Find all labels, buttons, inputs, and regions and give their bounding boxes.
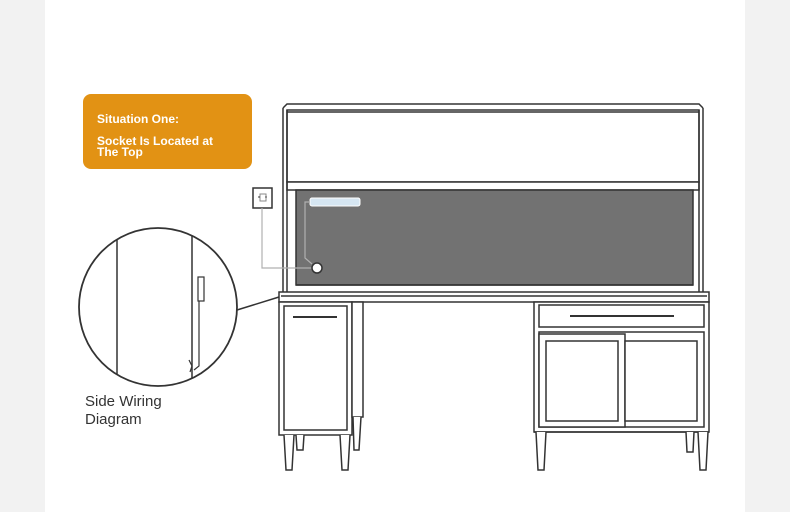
desktop [278, 291, 710, 303]
wall-socket-icon [252, 187, 273, 209]
detail-leader [236, 296, 280, 311]
callout-line-2: The Top [97, 145, 143, 159]
side-wiring-label: Side Wiring Diagram [85, 393, 162, 429]
left-pedestal [278, 301, 364, 471]
plug-icon [311, 262, 323, 274]
right-pedestal [533, 301, 710, 471]
hutch [282, 103, 704, 292]
socket-cable [261, 208, 312, 269]
side-wiring-detail [78, 227, 238, 387]
callout-title: Situation One: [97, 112, 179, 126]
light-strip [309, 197, 361, 207]
strip-cable [304, 201, 313, 265]
back-panel [295, 189, 694, 286]
callout-line-1: Socket Is Located at [97, 134, 214, 148]
side-wiring-label-line-2: Diagram [85, 411, 142, 428]
situation-callout: Situation One: Socket Is Located at The … [83, 94, 252, 169]
side-wiring-label-line-1: Side Wiring [85, 393, 162, 410]
